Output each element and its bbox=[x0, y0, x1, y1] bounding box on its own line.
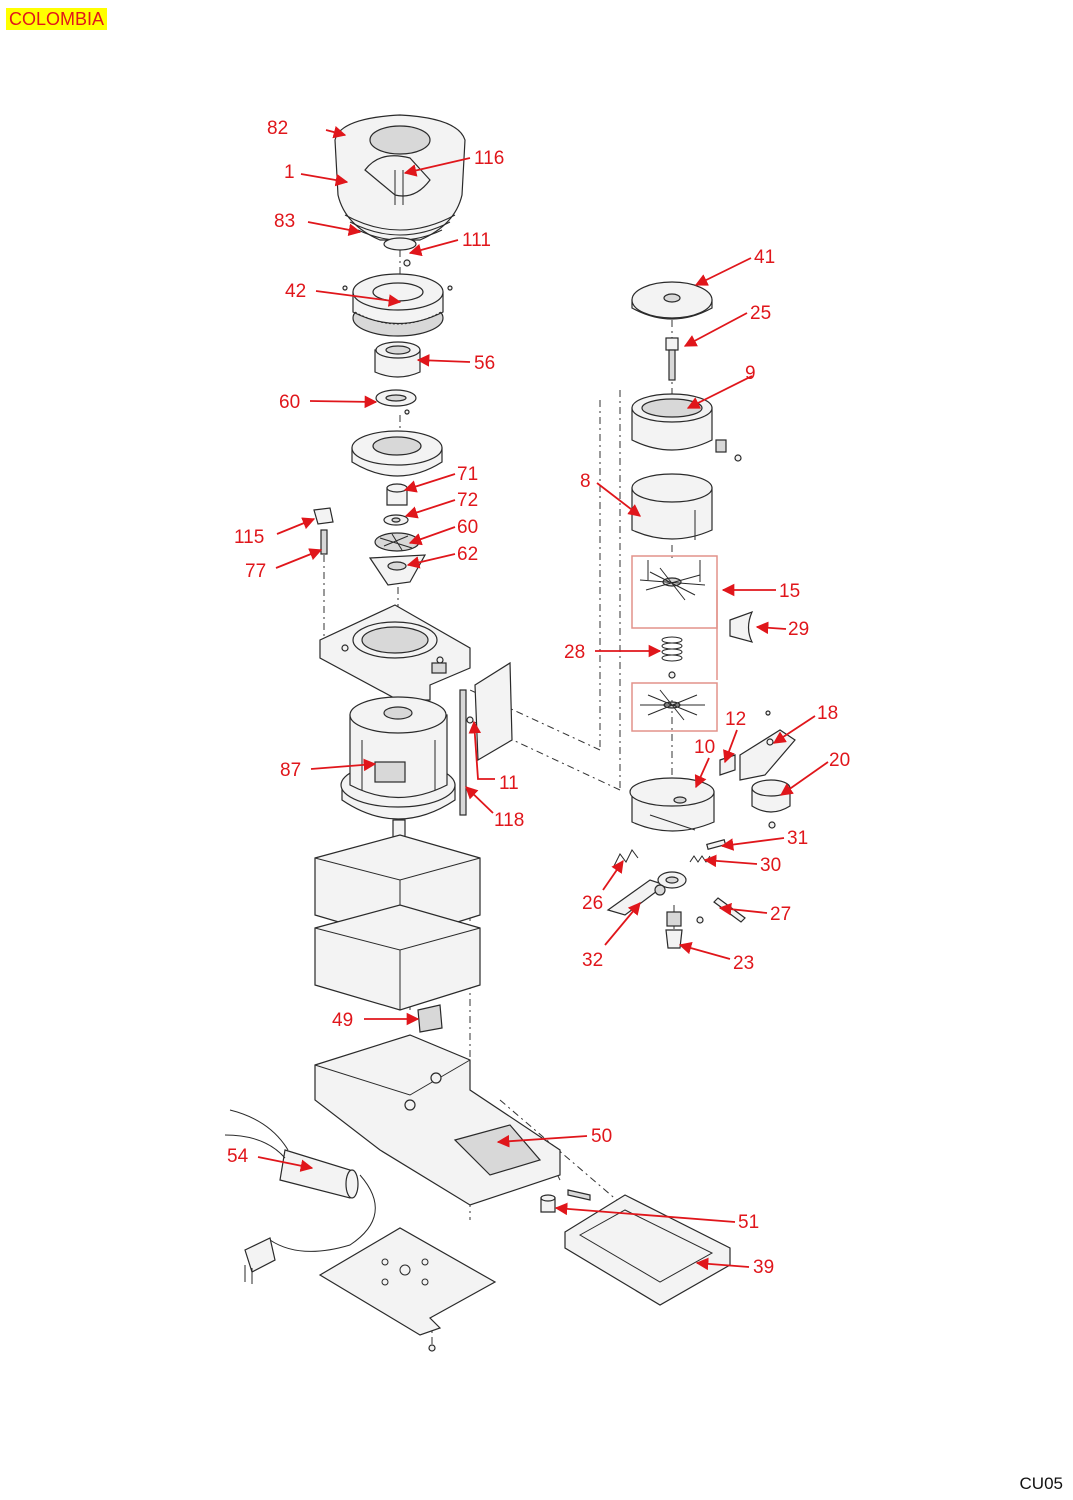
star-wheel-highlight bbox=[631, 555, 718, 629]
upper-burr-60 bbox=[375, 389, 417, 415]
screw-77 bbox=[320, 529, 328, 555]
callout-29: 29 bbox=[788, 619, 809, 640]
callout-115: 115 bbox=[234, 527, 264, 548]
callout-9: 9 bbox=[745, 363, 756, 384]
callout-30: 30 bbox=[760, 855, 781, 876]
burr-carrier bbox=[351, 430, 443, 477]
wedge-29 bbox=[729, 610, 754, 643]
callout-18: 18 bbox=[817, 703, 838, 724]
impeller-62 bbox=[368, 554, 427, 586]
callout-87: 87 bbox=[280, 760, 301, 781]
callout-111: 111 bbox=[462, 230, 491, 251]
cap-115 bbox=[313, 507, 334, 525]
callout-49: 49 bbox=[332, 1010, 353, 1031]
callout-51: 51 bbox=[738, 1212, 759, 1233]
callout-1: 1 bbox=[284, 162, 295, 183]
star-wheel-15 bbox=[639, 560, 706, 601]
washer-72 bbox=[383, 514, 409, 526]
callout-25: 25 bbox=[750, 303, 771, 324]
callout-54: 54 bbox=[227, 1146, 249, 1167]
bracket-rod-118 bbox=[459, 661, 513, 816]
callout-11: 11 bbox=[499, 773, 519, 794]
callout-labels: 82 1 116 83 111 42 56 60 71 72 60 62 115… bbox=[227, 118, 850, 1278]
doser-base-10 bbox=[629, 777, 715, 832]
callout-62: 62 bbox=[457, 544, 478, 565]
housing-upper bbox=[314, 834, 481, 941]
callout-10: 10 bbox=[694, 737, 715, 758]
callout-15: 15 bbox=[779, 581, 800, 602]
knob-23 bbox=[665, 911, 683, 949]
callout-41: 41 bbox=[754, 247, 775, 268]
doser-lid-41 bbox=[631, 281, 713, 320]
doser-ring-9 bbox=[631, 393, 742, 462]
bracket-18 bbox=[739, 710, 796, 781]
callout-12: 12 bbox=[725, 709, 746, 730]
spring-26 bbox=[613, 849, 639, 867]
capacitor-54 bbox=[224, 1109, 376, 1284]
burr-nut-56 bbox=[374, 341, 421, 378]
callout-39: 39 bbox=[753, 1257, 774, 1278]
housing-lower bbox=[314, 904, 481, 1011]
callout-83: 83 bbox=[274, 211, 295, 232]
brand-label: COLOMBIA bbox=[6, 8, 108, 30]
callout-116: 116 bbox=[474, 148, 504, 169]
callout-26: 26 bbox=[582, 893, 603, 914]
lower-star-wheel bbox=[640, 689, 705, 721]
top-plate bbox=[319, 604, 471, 701]
base-50 bbox=[314, 1034, 561, 1206]
callout-32: 32 bbox=[582, 950, 603, 971]
adjustment-ring-42 bbox=[342, 273, 453, 337]
callout-60-lower: 60 bbox=[457, 517, 478, 538]
callout-50: 50 bbox=[591, 1126, 612, 1147]
callout-27: 27 bbox=[770, 904, 791, 925]
callout-77: 77 bbox=[245, 561, 266, 582]
callout-23: 23 bbox=[733, 953, 754, 974]
callout-118: 118 bbox=[494, 810, 524, 831]
callout-42: 42 bbox=[285, 281, 306, 302]
callout-72: 72 bbox=[457, 490, 478, 511]
coupling-71 bbox=[386, 483, 408, 506]
switch-49 bbox=[417, 1004, 443, 1033]
page-code: CU05 bbox=[1019, 1474, 1063, 1493]
callout-71: 71 bbox=[457, 464, 478, 485]
callout-82: 82 bbox=[267, 118, 288, 139]
motor-87 bbox=[340, 696, 456, 851]
plate-12 bbox=[719, 754, 736, 776]
callout-31: 31 bbox=[787, 828, 808, 849]
doser-wall-8 bbox=[631, 473, 713, 540]
foot-51 bbox=[540, 1189, 591, 1213]
callout-arrows bbox=[257, 126, 829, 1271]
bottom-plate bbox=[318, 1227, 497, 1352]
callout-60-upper: 60 bbox=[279, 392, 300, 413]
pin-31 bbox=[706, 839, 727, 850]
spring-30 bbox=[689, 855, 711, 863]
callout-8: 8 bbox=[580, 471, 591, 492]
lever-32 bbox=[606, 871, 687, 916]
cup-20 bbox=[751, 779, 791, 829]
lower-burr-60 bbox=[374, 532, 420, 552]
callout-56: 56 bbox=[474, 353, 495, 374]
spindle-25 bbox=[665, 337, 679, 381]
lower-star-highlight bbox=[631, 682, 718, 732]
callout-28: 28 bbox=[564, 642, 585, 663]
hopper-82 bbox=[334, 114, 466, 267]
spring-28 bbox=[661, 636, 683, 679]
callout-20: 20 bbox=[829, 750, 850, 771]
